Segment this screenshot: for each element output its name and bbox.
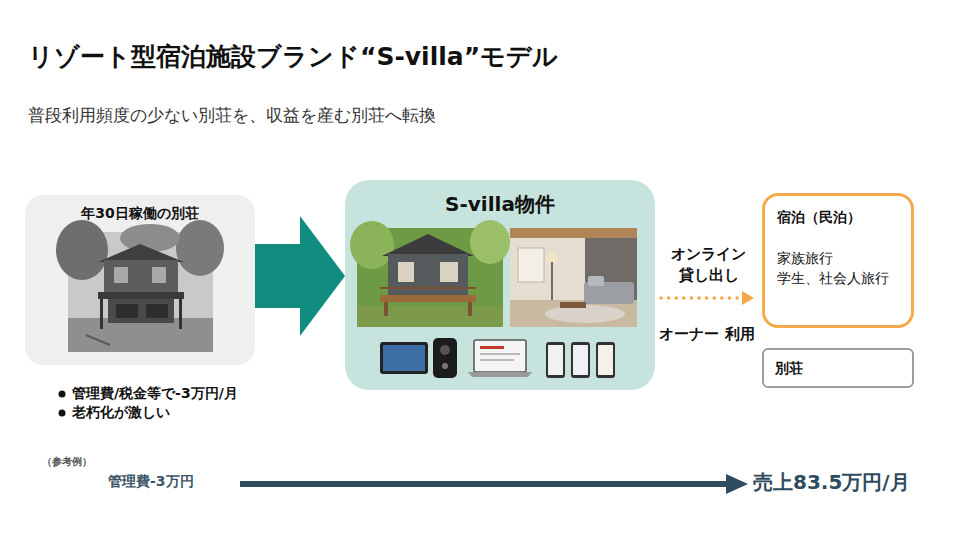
- laptop-icon: [474, 340, 526, 372]
- house-wall: [388, 254, 468, 296]
- house-pillar: [100, 299, 103, 329]
- photo-branch: [86, 335, 110, 345]
- photo-tree: [56, 220, 108, 280]
- device-icons: [380, 338, 615, 378]
- house-roof: [382, 234, 474, 256]
- deck-post: [468, 302, 472, 316]
- laptop-content: [480, 353, 520, 355]
- house-window: [152, 267, 166, 283]
- svilla-exterior-photo: [350, 220, 510, 327]
- photo-tree: [470, 220, 510, 264]
- photo-ground: [68, 318, 213, 352]
- phone-icon: [546, 342, 565, 378]
- box-heading: 別荘: [775, 359, 901, 377]
- house-door: [146, 304, 168, 318]
- photo-cushion: [588, 276, 604, 286]
- house-pillar: [179, 299, 182, 329]
- rental-arrow: [661, 291, 754, 305]
- revenue-label: 売上83.5万円/月: [753, 469, 910, 496]
- house-balcony: [98, 292, 184, 299]
- phone-screen: [548, 345, 563, 375]
- phone-screen: [598, 345, 613, 375]
- phone-screen: [573, 345, 588, 375]
- flow-label: オーナー 利用: [657, 324, 757, 345]
- note-label: （参考例）: [42, 455, 92, 469]
- lodging-box: 宿泊（民泊） 家族旅行 学生、社会人旅行: [762, 193, 914, 328]
- svilla-interior-photo: [510, 228, 637, 327]
- laptop-base: [468, 372, 532, 377]
- subtitle: 普段利用頻度の少ない別荘を、収益を産む別荘へ転換: [28, 104, 436, 127]
- phone-icon: [571, 342, 590, 378]
- bullet-dot: [59, 391, 66, 398]
- smart-lock-icon: [433, 338, 457, 378]
- transform-arrow: [255, 216, 345, 336]
- cost-label: 管理費-3万円: [108, 473, 194, 491]
- lock-handle: [442, 363, 448, 369]
- house-roof: [98, 244, 184, 262]
- house-door: [116, 304, 138, 318]
- tablet-screen: [383, 345, 425, 371]
- lock-key: [440, 345, 450, 355]
- photo-lamp-shade: [545, 252, 559, 262]
- house-window: [114, 267, 128, 283]
- tablet-icon: [380, 342, 428, 374]
- phone-icon: [596, 342, 615, 378]
- house-upper: [104, 260, 178, 296]
- slide-title: リゾート型宿泊施設ブランド“S-villa”モデル: [28, 40, 558, 73]
- photo-floor: [510, 300, 637, 327]
- deck-post: [384, 302, 388, 316]
- house-window: [440, 262, 458, 282]
- bullet-dot: [59, 410, 66, 417]
- photo-tree: [120, 224, 180, 252]
- photo-ceiling: [510, 228, 637, 238]
- laptop-content: [480, 346, 504, 349]
- trend-arrow-head: [726, 474, 748, 494]
- photo-wall: [510, 228, 637, 327]
- house-window: [398, 262, 414, 282]
- photo-lamp-stand: [551, 260, 553, 300]
- arrow-head: [742, 291, 754, 305]
- box-body: 家族旅行 学生、社会人旅行: [777, 248, 899, 288]
- photo-table: [560, 302, 586, 308]
- panel-heading: S-villa物件: [345, 192, 655, 216]
- photo-tree: [176, 220, 224, 276]
- photo-ground: [357, 306, 503, 327]
- edge-label: オンライン 貸し出し: [657, 244, 761, 286]
- old-villa-photo: [56, 220, 224, 352]
- laptop-content: [480, 359, 514, 361]
- trend-arrow-shaft: [240, 481, 730, 487]
- house-deck: [380, 295, 476, 302]
- block-arrow: [255, 216, 345, 336]
- deck-rail: [380, 287, 476, 289]
- villa-use-box: 別荘: [762, 348, 914, 388]
- dotted-line: [661, 296, 744, 300]
- box-heading: 宿泊（民泊）: [777, 208, 899, 226]
- bullet-text: 管理費/税金等で-3万円/月: [72, 385, 238, 403]
- photo-tree: [350, 221, 394, 269]
- bullet-text: 老朽化が激しい: [72, 404, 170, 422]
- house-lower: [108, 299, 174, 323]
- panel-heading: 年30日稼働の別荘: [25, 204, 255, 222]
- photo-window: [518, 248, 544, 282]
